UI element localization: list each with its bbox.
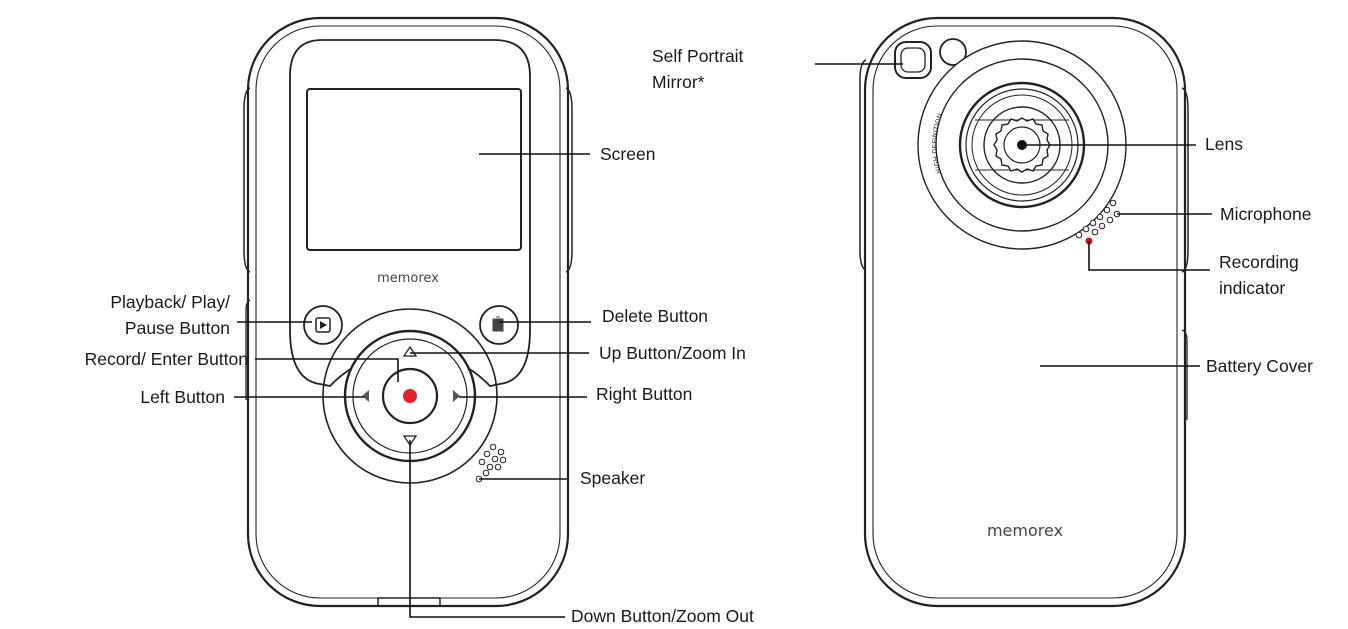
front-logo: memorex <box>377 271 439 286</box>
label-speaker: Speaker <box>580 468 645 488</box>
leader-record <box>255 358 399 382</box>
label-battery: Battery Cover <box>1206 356 1313 376</box>
record-dot <box>403 389 417 403</box>
label-lens: Lens <box>1205 134 1243 154</box>
label-microphone: Microphone <box>1220 204 1311 224</box>
label-up: Up Button/Zoom In <box>599 343 746 363</box>
back-logo: memorex <box>987 521 1063 540</box>
label-down: Down Button/Zoom Out <box>571 606 754 626</box>
front-bottom-notch <box>377 597 441 606</box>
self-portrait-mirror <box>894 41 932 79</box>
leader-down <box>409 440 565 618</box>
back-view: HIGH DEFINITION memorex <box>859 16 1189 608</box>
back-side-button-left <box>859 59 867 271</box>
front-side-button-right <box>565 87 573 273</box>
back-labels: Self Portrait Mirror* Lens Microphone Re… <box>652 46 1313 376</box>
label-mirror-1: Self Portrait <box>652 46 744 66</box>
front-body-outer <box>246 16 570 608</box>
label-record: Record/ Enter Button <box>85 349 248 369</box>
label-playback-1: Playback/ Play/ <box>110 292 230 312</box>
left-arrow-icon[interactable] <box>362 390 369 402</box>
label-mirror-2: Mirror* <box>652 72 705 92</box>
label-left: Left Button <box>140 387 225 407</box>
record-button[interactable] <box>381 367 439 425</box>
label-recording-1: Recording <box>1219 252 1299 272</box>
label-delete: Delete Button <box>602 306 708 326</box>
playback-button[interactable] <box>303 305 343 345</box>
label-recording-2: indicator <box>1219 278 1285 298</box>
back-body-inner <box>872 25 1178 599</box>
back-leader-lines <box>815 63 1212 367</box>
delete-button[interactable] <box>479 305 519 345</box>
leader-recording <box>1088 241 1210 271</box>
flash-sensor <box>939 38 967 66</box>
play-icon <box>320 321 327 329</box>
screen <box>306 88 522 251</box>
back-body-outer <box>863 16 1187 608</box>
label-screen: Screen <box>600 144 655 164</box>
trash-icon <box>492 316 504 332</box>
right-arrow-icon[interactable] <box>453 390 460 402</box>
speaker-grille <box>475 443 507 483</box>
front-leader-lines <box>234 153 591 618</box>
front-labels: Screen Playback/ Play/ Pause Button Dele… <box>85 144 754 626</box>
front-side-button-left <box>243 87 251 273</box>
label-playback-2: Pause Button <box>125 318 230 338</box>
label-right: Right Button <box>596 384 692 404</box>
front-side-notch-left <box>245 299 251 400</box>
front-view: memorex <box>243 16 573 608</box>
